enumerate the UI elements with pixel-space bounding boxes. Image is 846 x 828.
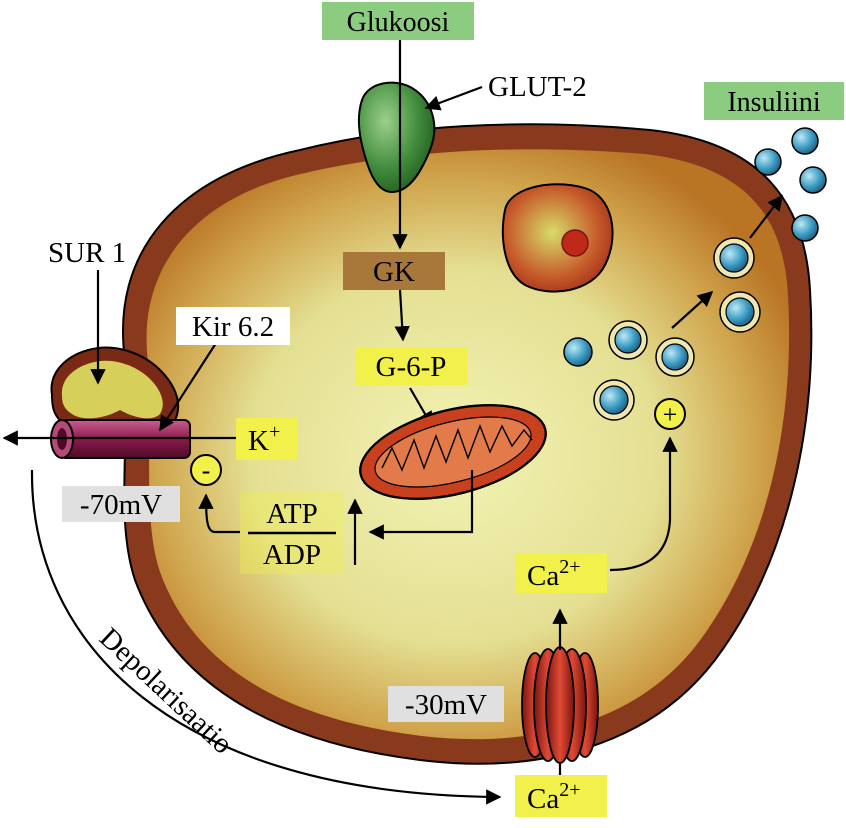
exocytosis-arrow	[749, 194, 783, 239]
plus-sign: +	[663, 400, 678, 429]
insulin-granule-icon	[754, 148, 782, 176]
ca-intracellular-label: Ca2+	[527, 556, 581, 592]
g6p-label: G-6-P	[376, 351, 447, 383]
ca-extracellular-box	[515, 775, 607, 817]
mitochondrion-icon	[359, 404, 547, 500]
depolarized-potential-box	[388, 686, 504, 722]
glucose-label-box	[322, 2, 474, 40]
depolarized-potential-label: -30mV	[405, 689, 487, 721]
k-ion-label: K+	[248, 421, 280, 457]
resting-potential-label: -70mV	[80, 489, 162, 521]
insulin-granules-cytoplasm	[563, 237, 761, 421]
ca-extracellular-label: Ca2+	[527, 779, 581, 815]
insulin-granule-icon	[655, 337, 695, 377]
insulin-granule-icon	[791, 214, 819, 242]
glut2-pointer	[424, 85, 483, 111]
insulin-granule-icon	[719, 291, 761, 333]
gk-to-g6p-arrow	[394, 289, 410, 342]
granule-transport-arrow	[671, 290, 714, 329]
glut2-icon	[358, 81, 436, 194]
glucose-label: Glukoosi	[347, 7, 450, 38]
insulin-granule-icon	[791, 127, 819, 155]
insulin-granule-icon	[608, 320, 648, 360]
calcium-channel-icon	[521, 646, 599, 778]
gk-label: GK	[373, 256, 415, 288]
kir-label: Kir 6.2	[192, 311, 274, 343]
k-ion-label-box	[236, 418, 298, 460]
atp-production-arrow	[368, 470, 474, 540]
gk-label-box	[343, 252, 445, 290]
insulin-label: Insuliini	[727, 87, 821, 118]
atp-label: ATP	[266, 498, 318, 530]
nucleus-icon	[501, 183, 614, 293]
insulin-granule-icon	[713, 237, 755, 279]
insulin-granule-icon	[563, 337, 593, 367]
adp-label: ADP	[263, 539, 321, 571]
glut2-label: GLUT-2	[488, 71, 587, 103]
kir-label-box	[176, 307, 290, 345]
plus-badge: +	[654, 398, 686, 430]
resting-potential-box	[62, 486, 180, 522]
ca-stimulates-arrow	[609, 436, 678, 572]
secreted-insulin	[754, 127, 827, 242]
g6p-label-box	[355, 347, 467, 385]
minus-sign: -	[202, 456, 211, 485]
insulin-granule-icon	[593, 379, 635, 421]
depolarization-arrow	[30, 469, 502, 805]
atp-inhibits-arrow	[198, 493, 240, 534]
sur1-label: SUR 1	[48, 237, 126, 269]
minus-badge: -	[190, 454, 222, 486]
kir-pointer	[159, 339, 219, 432]
atp-adp-ratio: ATP ADP	[240, 492, 344, 574]
insulin-label-box	[704, 82, 844, 120]
insulin-granule-icon	[799, 166, 827, 194]
ca-intracellular-box	[515, 553, 607, 593]
